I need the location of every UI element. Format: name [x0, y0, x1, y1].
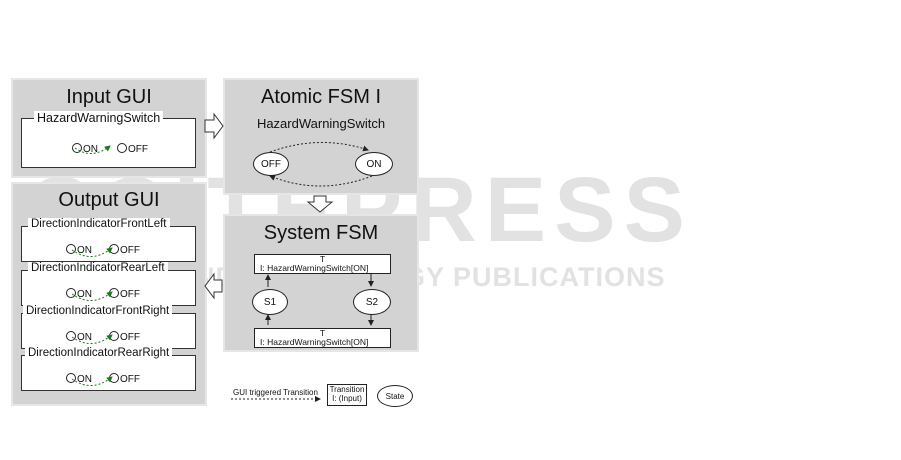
front-right-on-radio[interactable]: ON: [66, 331, 92, 343]
off-label: OFF: [128, 144, 148, 155]
hazard-switch-label: HazardWarningSwitch: [34, 111, 164, 125]
rear-left-on-radio[interactable]: ON: [66, 288, 92, 300]
output-item-rear-right: DirectionIndicatorRearRight ON OFF: [21, 347, 196, 391]
off-label: OFF: [120, 332, 140, 343]
front-left-on-radio[interactable]: ON: [66, 244, 92, 256]
output-gui-panel: Output GUI DirectionIndicatorFrontLeft O…: [11, 182, 207, 406]
radio-off-icon: [117, 143, 127, 153]
output-item-label: DirectionIndicatorFrontRight: [23, 305, 173, 317]
transition-top-t: T: [319, 254, 326, 264]
input-gui-radio-transition: [74, 145, 111, 154]
atomic-fsm-title: Atomic FSM I: [260, 86, 381, 108]
out-radio-transition-2: [71, 291, 113, 301]
atomic-fsm-panel: Atomic FSM I HazardWarningSwitch OFF ON: [223, 78, 419, 195]
off-label: OFF: [120, 374, 140, 385]
legend-transition-line2: I: (Input): [332, 394, 362, 403]
state-s1: S1: [252, 289, 288, 315]
legend-transition-line1: Transition: [329, 385, 365, 394]
atomic-transition-on-to-off: [269, 175, 373, 187]
output-item-rear-left: DirectionIndicatorRearLeft ON OFF: [21, 262, 196, 306]
system-fsm-title: System FSM: [263, 222, 379, 244]
transition-bottom-t: T: [319, 328, 326, 338]
atomic-fsm-subtitle: HazardWarningSwitch: [256, 116, 386, 131]
flow-arrow-left: [204, 272, 223, 300]
output-item-label: DirectionIndicatorRearRight: [25, 347, 173, 359]
system-fsm-panel: System FSM T I: HazardWarningSwitch[ON] …: [223, 214, 419, 352]
flow-arrow-right: [204, 112, 224, 140]
output-item-front-right: DirectionIndicatorFrontRight ON OFF: [21, 305, 196, 349]
off-label: OFF: [120, 289, 140, 300]
transition-bottom-input: I: HazardWarningSwitch[ON]: [260, 337, 369, 347]
state-on: ON: [355, 152, 393, 176]
state-off: OFF: [253, 152, 289, 176]
off-label: OFF: [120, 245, 140, 256]
on-label: ON: [77, 374, 92, 385]
legend-transition-box: Transition I: (Input): [327, 384, 367, 406]
transition-bottom: T I: HazardWarningSwitch[ON]: [254, 328, 391, 348]
radio-on-icon: [66, 244, 76, 254]
out-radio-transition-1: [71, 247, 113, 257]
on-label: ON: [83, 144, 98, 155]
radio-on-icon: [66, 331, 76, 341]
on-label: ON: [77, 332, 92, 343]
output-gui-title: Output GUI: [58, 189, 160, 211]
legend-gui-transition-label: GUI triggered Transition: [233, 388, 318, 397]
output-item-label: DirectionIndicatorRearLeft: [28, 262, 168, 274]
atomic-transition-off-to-on: [269, 141, 369, 153]
output-item-front-left: DirectionIndicatorFrontLeft ON OFF: [21, 218, 196, 262]
hazard-switch-off-radio[interactable]: OFF: [117, 143, 148, 155]
radio-on-icon: [66, 288, 76, 298]
out-radio-transition-4: [71, 376, 113, 386]
radio-on-icon: [72, 143, 82, 153]
output-item-label: DirectionIndicatorFrontLeft: [28, 218, 170, 230]
flow-arrow-down: [306, 195, 334, 213]
legend-state: State: [377, 385, 413, 407]
input-gui-panel: Input GUI HazardWarningSwitch ON OFF: [11, 78, 207, 178]
rear-right-on-radio[interactable]: ON: [66, 373, 92, 385]
on-label: ON: [77, 245, 92, 256]
out-radio-transition-3: [71, 334, 113, 344]
hazard-switch-group: HazardWarningSwitch ON OFF: [21, 111, 196, 168]
state-s2: S2: [353, 289, 391, 315]
transition-top-input: I: HazardWarningSwitch[ON]: [260, 263, 369, 273]
transition-top: T I: HazardWarningSwitch[ON]: [254, 254, 391, 274]
input-gui-title: Input GUI: [66, 86, 152, 108]
radio-on-icon: [66, 373, 76, 383]
hazard-switch-on-radio[interactable]: ON: [72, 143, 98, 155]
on-label: ON: [77, 289, 92, 300]
